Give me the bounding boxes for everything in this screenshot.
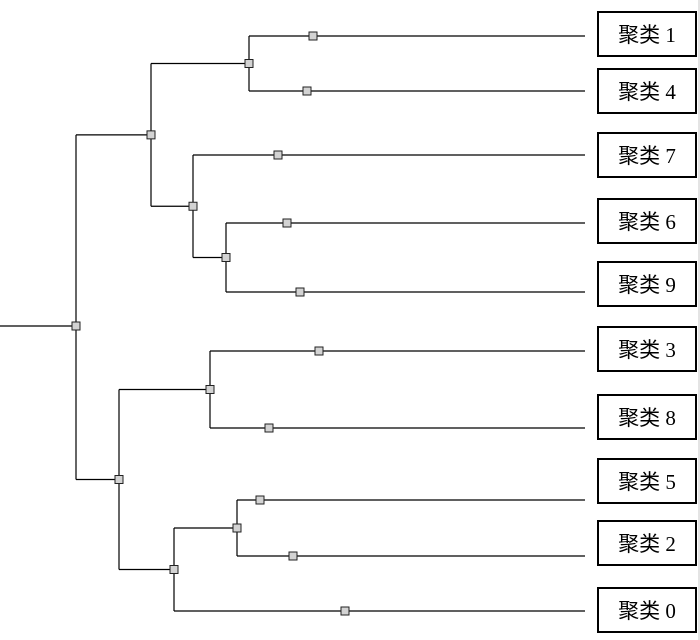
leaf-node-marker-c7 (273, 150, 283, 160)
leaf-label-cluster-1: 聚类 1 (597, 11, 697, 57)
leaf-node-marker-c8 (264, 423, 274, 433)
leaf-node-marker-c1 (308, 31, 318, 41)
node-marker-r0.1.1 (221, 253, 231, 262)
node-marker-r1 (114, 475, 124, 484)
leaf-node-marker-c2 (288, 551, 298, 561)
leaf-label-cluster-7: 聚类 7 (597, 132, 697, 178)
node-marker-r0.0 (244, 59, 254, 68)
leaf-label-cluster-4: 聚类 4 (597, 68, 697, 114)
leaf-label-cluster-8: 聚类 8 (597, 394, 697, 440)
node-marker-r1.1.0 (232, 523, 242, 533)
dendrogram-branches (0, 35, 585, 612)
node-marker-r0 (146, 130, 156, 140)
leaf-node-marker-c3 (314, 346, 324, 356)
dendrogram-node-markers (71, 31, 350, 616)
node-marker-root (71, 321, 81, 331)
leaf-label-cluster-2: 聚类 2 (597, 520, 697, 566)
leaf-node-marker-c6 (282, 218, 292, 228)
leaf-label-cluster-0: 聚类 0 (597, 587, 697, 633)
leaf-label-cluster-5: 聚类 5 (597, 458, 697, 504)
leaf-node-marker-c5 (255, 495, 265, 505)
leaf-label-cluster-3: 聚类 3 (597, 326, 697, 372)
leaf-label-cluster-6: 聚类 6 (597, 198, 697, 244)
leaf-label-cluster-9: 聚类 9 (597, 261, 697, 307)
leaf-node-marker-c9 (295, 287, 305, 297)
node-marker-r1.0 (205, 385, 215, 394)
node-marker-r1.1 (169, 565, 179, 574)
leaf-node-marker-c4 (302, 86, 312, 96)
leaf-node-marker-c0 (340, 606, 350, 616)
node-marker-r0.1 (188, 201, 198, 211)
